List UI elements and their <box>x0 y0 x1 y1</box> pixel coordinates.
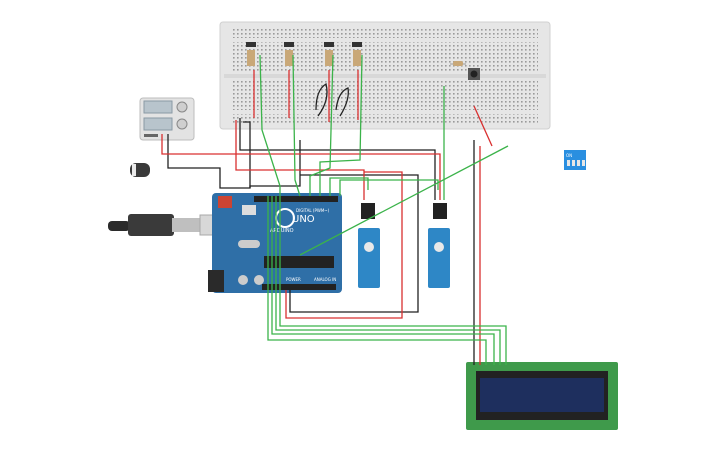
servo-motor-1[interactable] <box>358 203 380 288</box>
arduino-header-analog: ANALOG IN <box>314 277 336 282</box>
usb-cable <box>108 214 231 236</box>
power-supply[interactable] <box>139 97 195 141</box>
breadboard-jumpers <box>315 82 349 117</box>
dip-switch[interactable]: ON <box>564 150 586 170</box>
wires <box>161 54 509 365</box>
arduino-uno[interactable]: UNO ARDUINO DIGITAL (PWM~) POWER ANALOG … <box>208 193 342 293</box>
potentiometer-3[interactable] <box>324 42 334 66</box>
potentiometer-1[interactable] <box>246 42 256 66</box>
lcd-display[interactable] <box>466 362 618 430</box>
dip-switch-label: ON <box>566 153 572 158</box>
arduino-model: ARDUINO <box>270 228 294 234</box>
potentiometer-4[interactable] <box>352 42 362 66</box>
resistor[interactable] <box>450 61 466 66</box>
pushbutton[interactable] <box>468 68 480 80</box>
arduino-header-power: POWER <box>286 277 301 282</box>
capacitor[interactable] <box>130 163 150 177</box>
arduino-brand: UNO <box>292 214 315 225</box>
servo-motor-2[interactable] <box>428 203 450 288</box>
arduino-header-digital: DIGITAL (PWM~) <box>296 208 330 213</box>
breadboard[interactable] <box>219 21 551 130</box>
potentiometer-2[interactable] <box>284 42 294 66</box>
